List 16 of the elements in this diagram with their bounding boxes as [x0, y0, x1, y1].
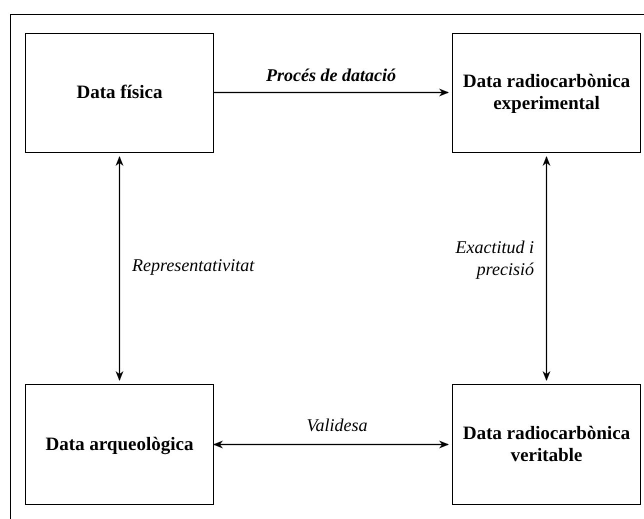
edge-label: Exactitud i precisió: [454, 236, 534, 280]
arrow: [542, 156, 550, 381]
process-box: [452, 384, 641, 505]
box-label: Data radiocarbònica experimental: [462, 71, 632, 115]
arrow: [213, 440, 449, 448]
box-label: Data arqueològica: [44, 434, 194, 456]
box-label: Data radiocarbònica veritable: [462, 422, 632, 466]
edge-label: Representativitat: [132, 254, 256, 276]
arrow: [214, 88, 449, 96]
process-box: [25, 384, 214, 505]
arrow: [116, 156, 124, 381]
edge-label: Procés de datació: [265, 64, 397, 86]
edge-label: Validesa: [306, 414, 368, 436]
box-label: Data física: [75, 82, 164, 104]
process-box: [25, 33, 214, 153]
process-box: [452, 33, 641, 153]
